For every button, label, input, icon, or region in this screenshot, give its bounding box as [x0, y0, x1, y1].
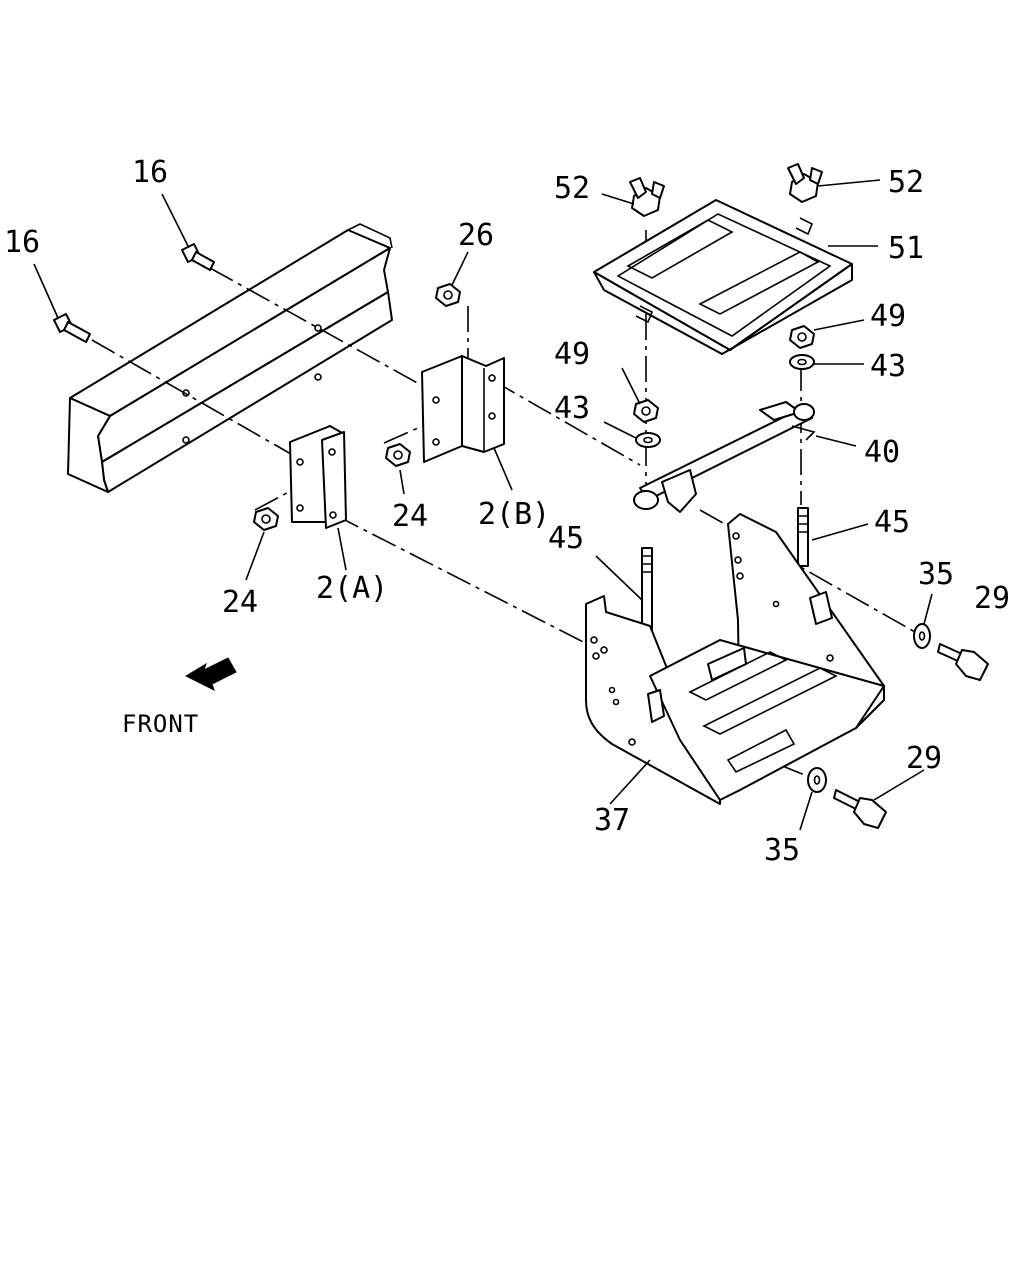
hold-down-eye-right [793, 403, 815, 421]
callout-43-left: 43 [554, 391, 590, 426]
callout-49-right: 49 [870, 299, 906, 334]
callout-35-right: 35 [918, 557, 954, 592]
callout-52-right: 52 [888, 165, 924, 200]
callout-16-lower: 16 [4, 225, 40, 260]
bracket-2b [421, 355, 505, 463]
nut-26 [435, 283, 461, 307]
washer-35-lower [807, 767, 827, 793]
bracket-2a [289, 425, 347, 529]
leader-lines [33, 179, 933, 831]
callout-35-lower: 35 [764, 833, 800, 868]
callout-45-left: 45 [548, 521, 584, 556]
battery-tray-37 [585, 513, 885, 805]
callout-37: 37 [594, 803, 630, 838]
callout-51: 51 [888, 231, 924, 266]
nut-24-bracket-a [253, 507, 279, 531]
bolt-29-right [937, 643, 989, 681]
callout-24-left: 24 [222, 585, 258, 620]
callout-2b: 2(B) [478, 497, 550, 532]
hold-down-bar-40 [639, 401, 816, 513]
hook-bolt-45-right [797, 507, 809, 567]
callout-40: 40 [864, 435, 900, 470]
bolt-29-lower [833, 789, 887, 829]
callout-52-left: 52 [554, 171, 590, 206]
washer-43-left [635, 432, 661, 448]
callout-26: 26 [458, 218, 494, 253]
callout-29-right: 29 [974, 581, 1010, 616]
callout-labels: 16 16 26 24 24 2(A) 2(B) 52 52 51 49 49 … [4, 155, 1010, 868]
washer-43-right [789, 354, 815, 370]
callout-29-lower: 29 [906, 741, 942, 776]
front-arrow-icon [184, 657, 237, 691]
callout-24-right: 24 [392, 499, 428, 534]
frame-rail [67, 223, 393, 493]
nut-49-right [789, 325, 815, 349]
callout-2a: 2(A) [316, 571, 388, 606]
hold-down-eye-left [633, 490, 659, 510]
washer-35-right [913, 623, 931, 649]
wing-nut-52-right [787, 163, 823, 236]
bolt-16-upper [181, 243, 215, 271]
nut-49-left [633, 399, 659, 423]
front-label: FRONT [122, 710, 199, 738]
wing-nut-52-left [629, 177, 665, 324]
callout-49-left: 49 [554, 337, 590, 372]
bolt-16-lower [53, 313, 91, 343]
callout-16-upper: 16 [132, 155, 168, 190]
nut-24-bracket-b [385, 443, 411, 467]
callout-45-right: 45 [874, 505, 910, 540]
battery-cover-51 [593, 199, 853, 355]
callout-43-right: 43 [870, 349, 906, 384]
